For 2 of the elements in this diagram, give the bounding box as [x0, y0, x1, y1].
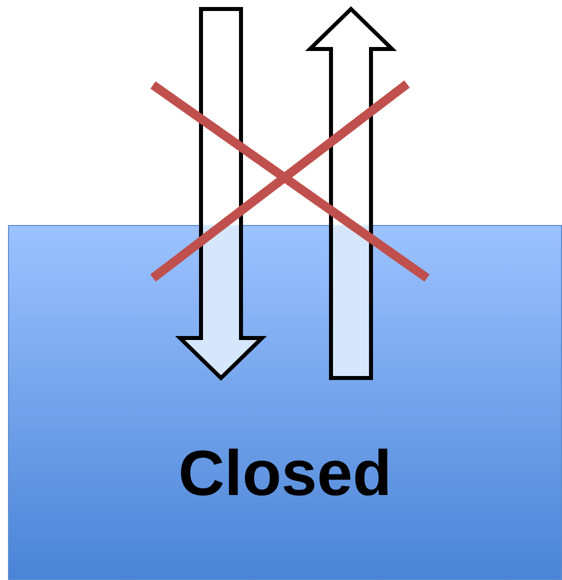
node-label: Closed [178, 441, 392, 505]
water-box [8, 225, 562, 580]
